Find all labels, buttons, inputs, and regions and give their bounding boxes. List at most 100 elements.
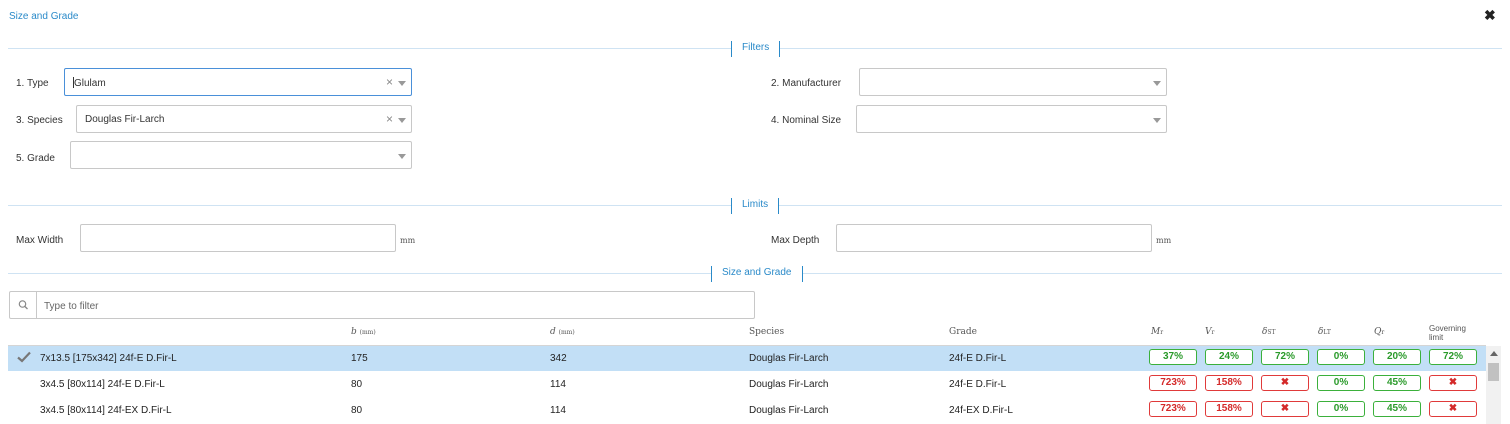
col-d-unit: (mm) [558,329,575,336]
col-qr-sub: r [1381,329,1385,336]
species-select[interactable]: Douglas Fir-Larch × [76,105,412,133]
table-filter-input[interactable]: Type to filter [9,291,755,319]
chevron-down-icon[interactable] [398,118,406,123]
type-value-wrap: Glulam [73,77,106,89]
row-name: 7x13.5 [175x342] 24f-E D.Fir-L [40,353,177,364]
species-value: Douglas Fir-Larch [85,114,165,125]
qr-badge: 45% [1373,375,1421,391]
max-width-label: Max Width [16,235,64,246]
col-b-label: b [351,327,357,337]
vr-badge: 24% [1205,349,1253,365]
table-row[interactable]: 3x4.5 [80x114] 24f-EX D.Fir-L 80 114 Dou… [8,398,1486,423]
clear-icon[interactable]: × [385,75,393,89]
row-grade: 24f-E D.Fir-L [949,353,1007,364]
text-cursor [73,77,74,88]
col-vr-label: V [1205,327,1212,337]
size-grade-heading: Size and Grade [711,266,803,282]
grade-label: 5. Grade [16,153,55,164]
max-depth-label: Max Depth [771,235,820,246]
col-dst-sub: ST [1267,329,1276,336]
gov-fail-icon: ✖ [1429,401,1477,417]
row-species: Douglas Fir-Larch [749,405,829,416]
col-mr-label: M [1151,327,1161,337]
close-icon[interactable]: ✖ [1484,7,1496,23]
manufacturer-label: 2. Manufacturer [771,78,842,89]
mr-badge: 723% [1149,401,1197,417]
type-label: 1. Type [16,78,49,89]
col-gov-line1: Governing [1429,324,1466,333]
row-species: Douglas Fir-Larch [749,379,829,390]
filters-heading: Filters [731,41,781,57]
table-row[interactable]: 3x4.5 [80x114] 24f-E D.Fir-L 80 114 Doug… [8,372,1486,397]
dst-fail-icon: ✖ [1261,401,1309,417]
row-b: 175 [351,353,368,364]
row-species: Douglas Fir-Larch [749,353,829,364]
chevron-down-icon[interactable] [1153,81,1161,86]
vr-badge: 158% [1205,401,1253,417]
dlt-badge: 0% [1317,401,1365,417]
dst-badge: 72% [1261,349,1309,365]
nominal-size-select[interactable] [856,105,1167,133]
row-grade: 24f-E D.Fir-L [949,379,1007,390]
grade-select[interactable] [70,141,412,169]
col-mr-sub: r [1160,329,1164,336]
species-label: 3. Species [16,115,63,126]
vr-badge: 158% [1205,375,1253,391]
qr-badge: 20% [1373,349,1421,365]
mr-badge: 723% [1149,375,1197,391]
table-scrollbar[interactable] [1486,346,1501,424]
clear-icon[interactable]: × [385,112,393,126]
row-b: 80 [351,405,363,416]
dst-fail-icon: ✖ [1261,375,1309,391]
limits-heading: Limits [731,198,780,214]
chevron-down-icon[interactable] [398,81,406,86]
chevron-down-icon[interactable] [398,154,406,159]
gov-badge: 72% [1429,349,1477,365]
type-value: Glulam [74,78,106,89]
row-name: 3x4.5 [80x114] 24f-EX D.Fir-L [40,405,172,416]
col-dlt[interactable]: δLT [1318,327,1331,337]
gov-fail-icon: ✖ [1429,375,1477,391]
filter-placeholder: Type to filter [44,301,99,312]
row-d: 342 [550,353,567,364]
row-b: 80 [351,379,363,390]
table-row[interactable]: 7x13.5 [175x342] 24f-E D.Fir-L 175 342 D… [8,346,1486,371]
max-width-input[interactable] [80,224,396,252]
dialog-title: Size and Grade [9,11,79,22]
col-species[interactable]: Species [749,327,785,337]
row-d: 114 [550,405,566,416]
col-mr[interactable]: Mr [1151,327,1163,337]
col-qr-label: Q [1374,327,1382,337]
scroll-thumb[interactable] [1488,363,1499,381]
col-b[interactable]: b (mm) [351,327,376,337]
col-d[interactable]: d (mm) [550,327,575,337]
col-dst[interactable]: δST [1262,327,1276,337]
chevron-down-icon[interactable] [1153,118,1161,123]
manufacturer-select[interactable] [859,68,1167,96]
col-qr[interactable]: Qr [1374,327,1384,337]
header-divider [8,345,1486,346]
mr-badge: 37% [1149,349,1197,365]
check-icon [17,351,31,366]
dlt-badge: 0% [1317,349,1365,365]
dlt-badge: 0% [1317,375,1365,391]
col-dst-label: δ [1262,327,1268,337]
max-depth-input[interactable] [836,224,1152,252]
search-icon [10,292,37,318]
qr-badge: 45% [1373,401,1421,417]
nominal-size-label: 4. Nominal Size [771,115,842,126]
col-vr-sub: r [1211,329,1215,336]
max-depth-unit: mm [1156,236,1172,245]
max-width-unit: mm [400,236,416,245]
col-gov-line2: limit [1429,333,1444,342]
col-vr[interactable]: Vr [1205,327,1214,337]
col-dlt-label: δ [1318,327,1324,337]
row-d: 114 [550,379,566,390]
col-d-label: d [550,327,556,337]
type-select[interactable]: Glulam × [64,68,412,96]
scroll-up-icon[interactable] [1490,351,1498,356]
col-dlt-sub: LT [1323,329,1331,336]
row-name: 3x4.5 [80x114] 24f-E D.Fir-L [40,379,165,390]
col-grade[interactable]: Grade [949,327,977,337]
